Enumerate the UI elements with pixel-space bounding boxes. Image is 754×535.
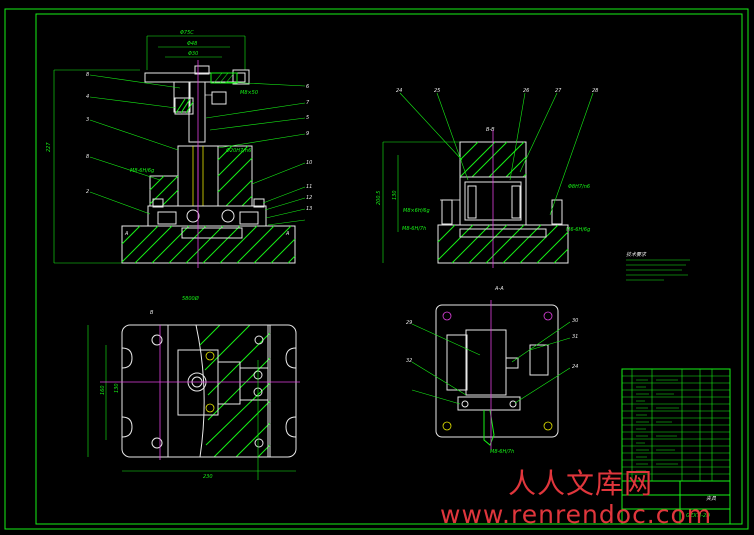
balloon-s1: 24 xyxy=(396,88,402,94)
balloon-t4: 32 xyxy=(406,358,412,364)
inner-frame xyxy=(35,13,743,525)
balloon-f10: 10 xyxy=(306,160,312,166)
svg-text:M8×50: M8×50 xyxy=(240,90,258,96)
balloon-t3: 31 xyxy=(572,334,578,340)
balloon-t1: 29 xyxy=(406,320,412,326)
section-label-bb: B-B xyxy=(486,127,495,133)
top-view: B 5800Ø 160 130 230 xyxy=(87,295,300,480)
balloon-f4: 8 xyxy=(86,154,89,160)
svg-text:230: 230 xyxy=(203,474,213,480)
balloon-f12: 12 xyxy=(306,195,312,201)
side-view: B-B 200.5 130 M8×6H/6g M8-6H/7h M6-6H/6g… xyxy=(376,88,598,268)
svg-text:M8×6H/6g: M8×6H/6g xyxy=(403,208,430,214)
balloon-s5: 28 xyxy=(592,88,598,94)
technical-notes: 技术要求 xyxy=(626,251,690,281)
balloon-s4: 27 xyxy=(555,88,562,94)
svg-text:227: 227 xyxy=(46,142,52,152)
svg-text:160: 160 xyxy=(100,385,106,395)
balloon-f2: 4 xyxy=(86,94,89,100)
watermark-cn: 人人文库网 xyxy=(508,467,654,500)
section-mark-a-right: A xyxy=(285,231,290,237)
title-code: GZXTJ-2D xyxy=(686,513,710,519)
svg-text:130: 130 xyxy=(392,190,398,200)
svg-text:5800Ø: 5800Ø xyxy=(182,295,200,302)
svg-text:M8-6H/7h: M8-6H/7h xyxy=(402,226,426,232)
balloon-f9: 9 xyxy=(306,131,309,137)
balloon-f7: 7 xyxy=(306,100,310,106)
balloon-f11: 11 xyxy=(306,184,312,190)
svg-text:Φ30: Φ30 xyxy=(188,51,198,57)
svg-text:130: 130 xyxy=(114,383,120,393)
svg-text:M8-6H/7h: M8-6H/7h xyxy=(490,449,514,455)
section-mark-a-left: A xyxy=(124,231,129,237)
notes-title: 技术要求 xyxy=(626,251,647,258)
balloon-f5: 2 xyxy=(86,189,89,195)
title-name: 夹具 xyxy=(706,495,717,502)
balloon-s3: 26 xyxy=(523,88,529,94)
balloon-t5: 24 xyxy=(572,364,578,370)
front-view: Φ75C Φ48 Φ30 227 M8×50 Φ20H7/n6 xyxy=(46,30,312,268)
section-aa: A-A M8-6H/7h 29 30 31 32 24 xyxy=(406,286,578,455)
svg-text:Φ8H7/n6: Φ8H7/n6 xyxy=(568,184,590,190)
watermark-url: www.renrendoc.com xyxy=(440,500,713,529)
svg-text:200.5: 200.5 xyxy=(376,191,382,205)
section-label-aa: A-A xyxy=(494,286,504,292)
title-block: 夹具 GZXTJ-2D xyxy=(621,368,731,525)
balloon-f8: 5 xyxy=(306,115,309,121)
balloon-t2: 30 xyxy=(572,318,578,324)
balloon-s2: 25 xyxy=(434,88,440,94)
svg-text:M6-6H/6g: M6-6H/6g xyxy=(566,227,590,233)
svg-text:Φ20H7/n6: Φ20H7/n6 xyxy=(226,148,251,154)
balloon-f6: 6 xyxy=(306,84,309,90)
view-label-b: B xyxy=(150,310,154,316)
balloon-f13: 13 xyxy=(306,206,312,212)
svg-text:M8-6H/6g: M8-6H/6g xyxy=(130,168,154,174)
svg-text:Φ48: Φ48 xyxy=(187,41,197,47)
outer-frame xyxy=(4,8,749,530)
svg-text:Φ75C: Φ75C xyxy=(180,30,194,36)
balloon-f3: 3 xyxy=(86,117,89,123)
balloon-f1: 8 xyxy=(86,72,89,78)
